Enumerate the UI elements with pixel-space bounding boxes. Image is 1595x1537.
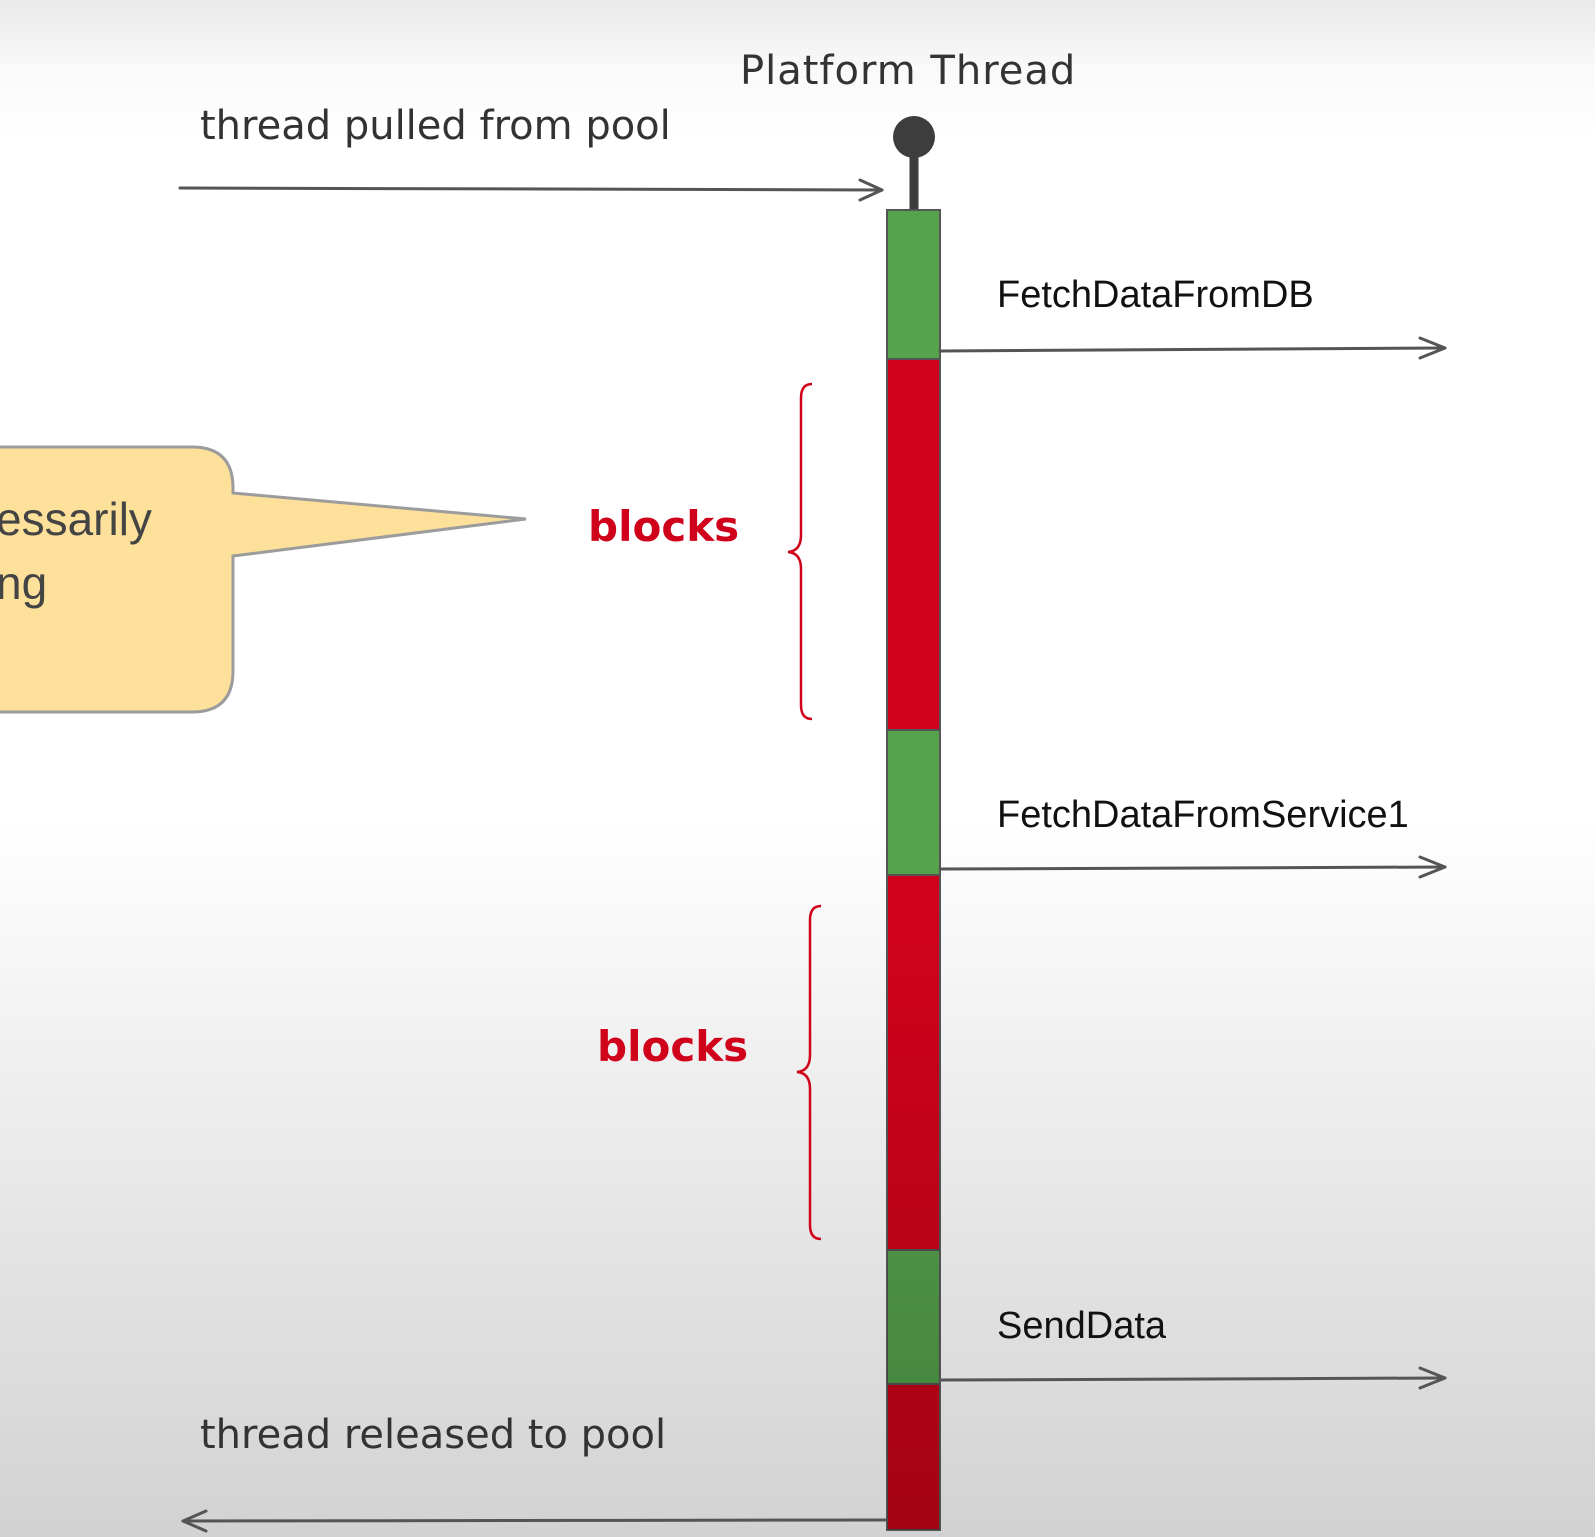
arrow-pulled-from-pool — [178, 186, 884, 192]
call-label-fetch-db: FetchDataFromDB — [997, 274, 1314, 316]
blocks-brace-2 — [796, 904, 822, 1241]
arrows — [178, 178, 1447, 1533]
arrow-send-data — [938, 1376, 1447, 1382]
blocks-brace-1 — [787, 382, 813, 721]
arrowhead-pulled — [858, 178, 884, 202]
callout-text-line-1: essarily — [0, 493, 152, 545]
callout-bubble — [0, 445, 527, 714]
blocks-label-1: blocks — [588, 502, 740, 551]
blocks-label-2: blocks — [597, 1022, 749, 1071]
arrowhead-fetch-service — [1418, 855, 1447, 879]
call-label-fetch-service: FetchDataFromService1 — [997, 794, 1409, 836]
thread-pin-head — [893, 116, 935, 158]
arrowhead-send-data — [1418, 1366, 1447, 1390]
arrowhead-released — [181, 1509, 208, 1533]
arrow-fetch-db — [938, 346, 1447, 353]
end-label: thread released to pool — [200, 1412, 667, 1458]
callout-text-line-2: ng — [0, 557, 48, 609]
arrowhead-fetch-db — [1418, 336, 1447, 360]
thread-bar-shade — [887, 210, 940, 1530]
start-label: thread pulled from pool — [200, 103, 671, 149]
diagram-title: Platform Thread — [740, 48, 1077, 94]
arrow-released-to-pool — [181, 1518, 887, 1523]
arrow-fetch-service — [938, 865, 1447, 871]
call-label-send-data: SendData — [997, 1305, 1167, 1347]
